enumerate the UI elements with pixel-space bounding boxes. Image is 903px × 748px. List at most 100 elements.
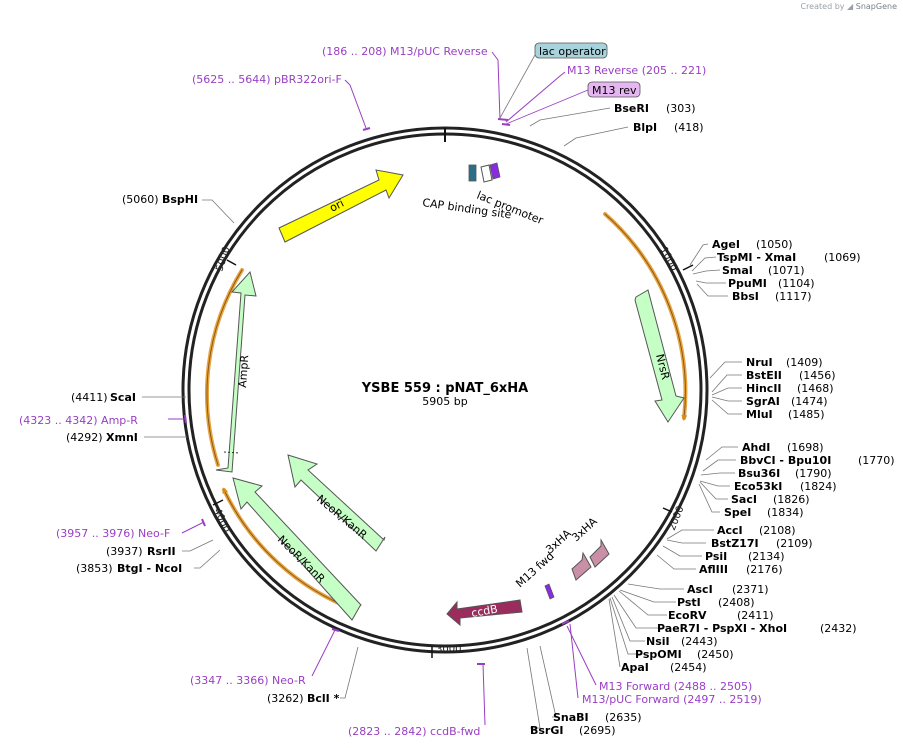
enzyme-name-ecorv: EcoRV	[668, 609, 707, 622]
feature-label-nrsr: NrsR	[653, 353, 672, 382]
enzyme-name-agei: AgeI	[712, 238, 740, 251]
primer-ccdb-fwd: (2823 .. 2842) ccdB-fwd	[348, 725, 480, 738]
enzyme-name-afliii: AflIII	[699, 563, 728, 576]
enzyme-pos-spei: (1834)	[767, 506, 804, 519]
enzyme-pos-afliii: (2176)	[746, 563, 783, 576]
m13-rev-label: M13 rev	[592, 84, 637, 97]
enzyme-pos-nsii: (2443)	[681, 635, 718, 648]
enzyme-name-blpi: BlpI	[633, 121, 657, 134]
feature-label-ampr: AmpR	[236, 354, 251, 388]
primer-m13-puc-reverse: (186 .. 208) M13/pUC Reverse	[322, 45, 488, 58]
tick-2000	[662, 507, 673, 513]
ampr-orf-line	[206, 269, 243, 466]
enzyme-name: BspHI	[162, 193, 198, 206]
enzyme-pos-bseri: (303)	[666, 102, 696, 115]
feature-label-m13fwd: M13 fwd	[513, 549, 556, 590]
orf-arcs	[205, 212, 688, 612]
enzyme-name-psti: PstI	[677, 596, 701, 609]
enzyme-pos: (5060)	[122, 193, 159, 206]
feature-ampr[interactable]: AmpR	[215, 270, 257, 473]
feature-label-ori: ori	[327, 197, 346, 215]
enzyme-pos-nrui: (1409)	[786, 356, 823, 369]
snapgene-logo-icon: ◢	[847, 2, 854, 11]
credit-brand: SnapGene	[855, 2, 897, 11]
enzyme-pos-bsu36i: (1790)	[795, 467, 832, 480]
feature-m13fwd[interactable]: M13 fwd	[513, 549, 557, 600]
enzyme-pos-apai: (2454)	[670, 661, 707, 674]
feature-label-ha2: 3xHA	[569, 515, 600, 545]
enzyme-pos: (4411)	[71, 391, 108, 404]
enzyme-name-sgrai: SgrAI	[746, 395, 780, 408]
feature-ha2[interactable]: 3xHA	[569, 515, 610, 568]
enzyme-pos-bbvci: (1770)	[858, 454, 895, 467]
feature-label-ccdb: ccdB	[470, 603, 498, 620]
enzyme-pos-ecorv: (2411)	[737, 609, 774, 622]
enzyme-pos-paer7i: (2432)	[820, 622, 857, 635]
enzyme-name-nrui: NruI	[746, 356, 773, 369]
enzyme-name: ScaI	[110, 391, 136, 404]
primer-m13-forward: M13 Forward (2488 .. 2505)	[599, 680, 752, 693]
m13-rev-box[interactable]: M13 rev	[505, 81, 641, 125]
primer-amp-r: (4323 .. 4342) Amp-R	[19, 414, 138, 427]
enzyme-pos-hincii: (1468)	[797, 382, 834, 395]
enzyme-name-bseri: BseRI	[614, 102, 649, 115]
enzyme-pos-blpi: (418)	[674, 121, 704, 134]
feature-nrsr[interactable]: NrsR	[634, 289, 685, 423]
enzyme-pos-pspomi: (2450)	[697, 648, 734, 661]
enzymes-left: (5060) BspHI (4411) ScaI (4292) XmnI (39…	[66, 193, 340, 705]
feature-neo-inner[interactable]: NeoR/KanR	[287, 454, 386, 552]
primer-neo-f: (3957 .. 3976) Neo-F	[56, 527, 170, 540]
enzyme-pos-bbsi: (1117)	[775, 290, 812, 303]
primer-labels: (186 .. 208) M13/pUC Reverse (5625 .. 56…	[19, 45, 762, 738]
enzyme-name-pspomi: PspOMI	[635, 648, 682, 661]
lac-operator-box[interactable]: lac operator	[499, 42, 608, 119]
enzyme-name-bsrgi: BsrGI	[530, 724, 563, 737]
enzyme-pos-mlui: (1485)	[788, 408, 825, 421]
tick-5000	[226, 259, 237, 266]
feature-ccdb[interactable]: ccdB	[446, 599, 523, 627]
primer-m13-reverse: M13 Reverse (205 .. 221)	[567, 64, 706, 77]
primer-marks	[184, 118, 570, 665]
enzyme-name-ahdi: AhdI	[742, 441, 770, 454]
enzymes-right: BseRI(303)BlpI(418)AgeI(1050)TspMI - Xma…	[530, 102, 895, 737]
enzyme-pos-bstz17i: (2109)	[776, 537, 813, 550]
tick-1000	[682, 264, 694, 271]
enzyme-pos-saci: (1826)	[773, 493, 810, 506]
enzyme-name-bsu36i: Bsu36I	[738, 467, 780, 480]
tick-label-5000: 5000	[214, 245, 232, 273]
primer-pbr322ori-f: (5625 .. 5644) pBR322ori-F	[192, 73, 342, 86]
enzyme-name-hincii: HincII	[746, 382, 782, 395]
tick-4000	[212, 499, 224, 506]
enzyme-pos-smai: (1071)	[768, 264, 805, 277]
enzyme-name-bsteii: BstEII	[746, 369, 782, 382]
enzyme-name-smai: SmaI	[722, 264, 753, 277]
enzyme-name: BclI *	[307, 692, 340, 705]
enzyme-pos-bsteii: (1456)	[799, 369, 836, 382]
enzyme-pos: (3853)	[76, 562, 113, 575]
enzyme-name-eco53ki: Eco53kI	[734, 480, 782, 493]
enzyme-name-mlui: MluI	[746, 408, 773, 421]
enzyme-pos-acci: (2108)	[759, 524, 796, 537]
tick-label-3000: 3000	[436, 644, 461, 655]
enzyme-name-ppumi: PpuMI	[728, 277, 767, 290]
tick-label-1000: 1000	[658, 245, 680, 273]
enzyme-pos-psti: (2408)	[718, 596, 755, 609]
enzyme-name-bbvci: BbvCI - Bpu10I	[740, 454, 831, 467]
enzyme-pos-psii: (2134)	[748, 550, 785, 563]
enzyme-name-bstz17i: BstZ17I	[711, 537, 759, 550]
tick-label-2000: 2000	[667, 505, 687, 533]
leader-lines	[142, 107, 742, 729]
feature-label-neo-inner: NeoR/KanR	[314, 492, 370, 542]
enzyme-name-paer7i: PaeR7I - PspXI - XhoI	[657, 622, 787, 635]
snapgene-credit: Created by ◢ SnapGene	[800, 2, 897, 11]
primer-neo-r: (3347 .. 3366) Neo-R	[190, 674, 306, 687]
enzyme-name-asci: AscI	[687, 583, 713, 596]
tick-label-4000: 4000	[211, 507, 231, 535]
enzyme-name-apai: ApaI	[621, 661, 649, 674]
enzyme-pos: (3262)	[267, 692, 304, 705]
enzyme-pos: (4292)	[66, 431, 103, 444]
neo-orf-arrow	[222, 487, 356, 611]
enzyme-pos-ppumi: (1104)	[778, 277, 815, 290]
feature-ori[interactable]: ori	[278, 169, 404, 243]
